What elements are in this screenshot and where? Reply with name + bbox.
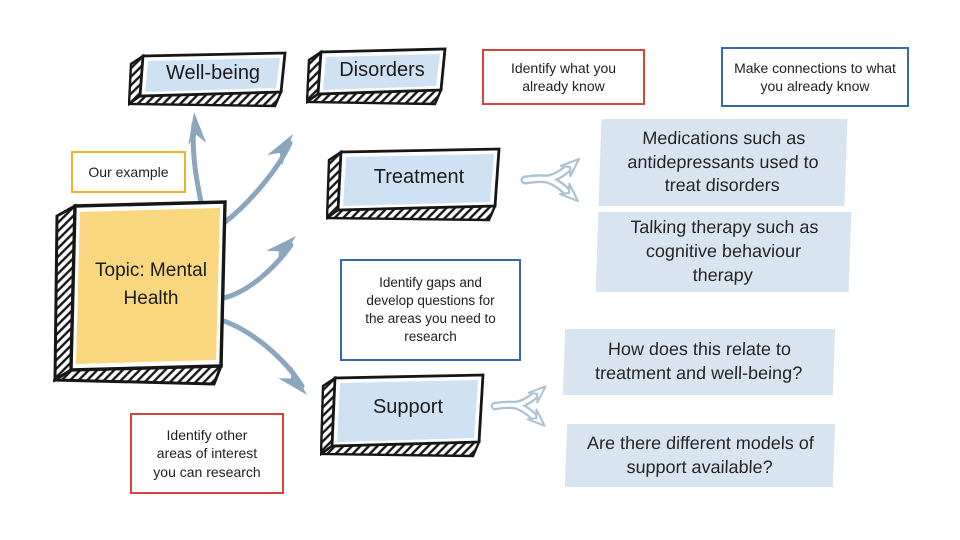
node-wellbeing: Well-being — [128, 50, 288, 108]
node-treatment: Treatment — [326, 146, 502, 222]
topic-node: Topic: Mental Health — [53, 198, 229, 386]
highlight-talking-therapy: Talking therapy such as cognitive behavi… — [595, 212, 852, 292]
arrowhead-wellbeing-icon — [188, 112, 207, 145]
highlight-models-question: Are there different models of support av… — [564, 424, 836, 487]
arrow-topic-to-support — [218, 317, 305, 389]
arrowhead-disorders-icon — [267, 134, 293, 166]
node-wellbeing-label: Well-being — [165, 61, 261, 84]
node-treatment-shape — [326, 147, 501, 222]
node-disorders-label: Disorders — [339, 58, 425, 81]
branch-arrow-treatment-icon — [520, 157, 581, 203]
node-treatment-label: Treatment — [373, 165, 465, 188]
arrow-topic-to-disorders — [221, 140, 293, 226]
callout-identify-other: Identify other areas of interest you can… — [130, 413, 284, 494]
highlight-medications: Medications such as antidepressants used… — [598, 119, 848, 206]
arrowhead-treatment-icon — [266, 236, 296, 265]
node-support-label: Support — [372, 395, 444, 418]
node-wellbeing-shape — [128, 51, 287, 108]
topic-label: Topic: Mental Health — [95, 260, 207, 309]
callout-identify-gaps: Identify gaps and develop questions for … — [340, 259, 521, 361]
highlight-relate-question: How does this relate to treatment and we… — [562, 329, 836, 395]
node-disorders: Disorders — [306, 46, 448, 106]
callout-our-example: Our example — [71, 151, 186, 193]
node-support-shape — [320, 373, 485, 458]
node-disorders-shape — [306, 47, 447, 106]
node-support: Support — [320, 372, 486, 458]
callout-identify-know: Identify what you already know — [482, 49, 645, 105]
callout-make-connections: Make connections to what you already kno… — [721, 47, 909, 107]
arrow-topic-to-treatment — [221, 242, 294, 301]
arrowhead-support-icon — [278, 365, 307, 395]
topic-node-shape — [53, 200, 227, 386]
branch-arrow-support-icon — [490, 385, 547, 427]
